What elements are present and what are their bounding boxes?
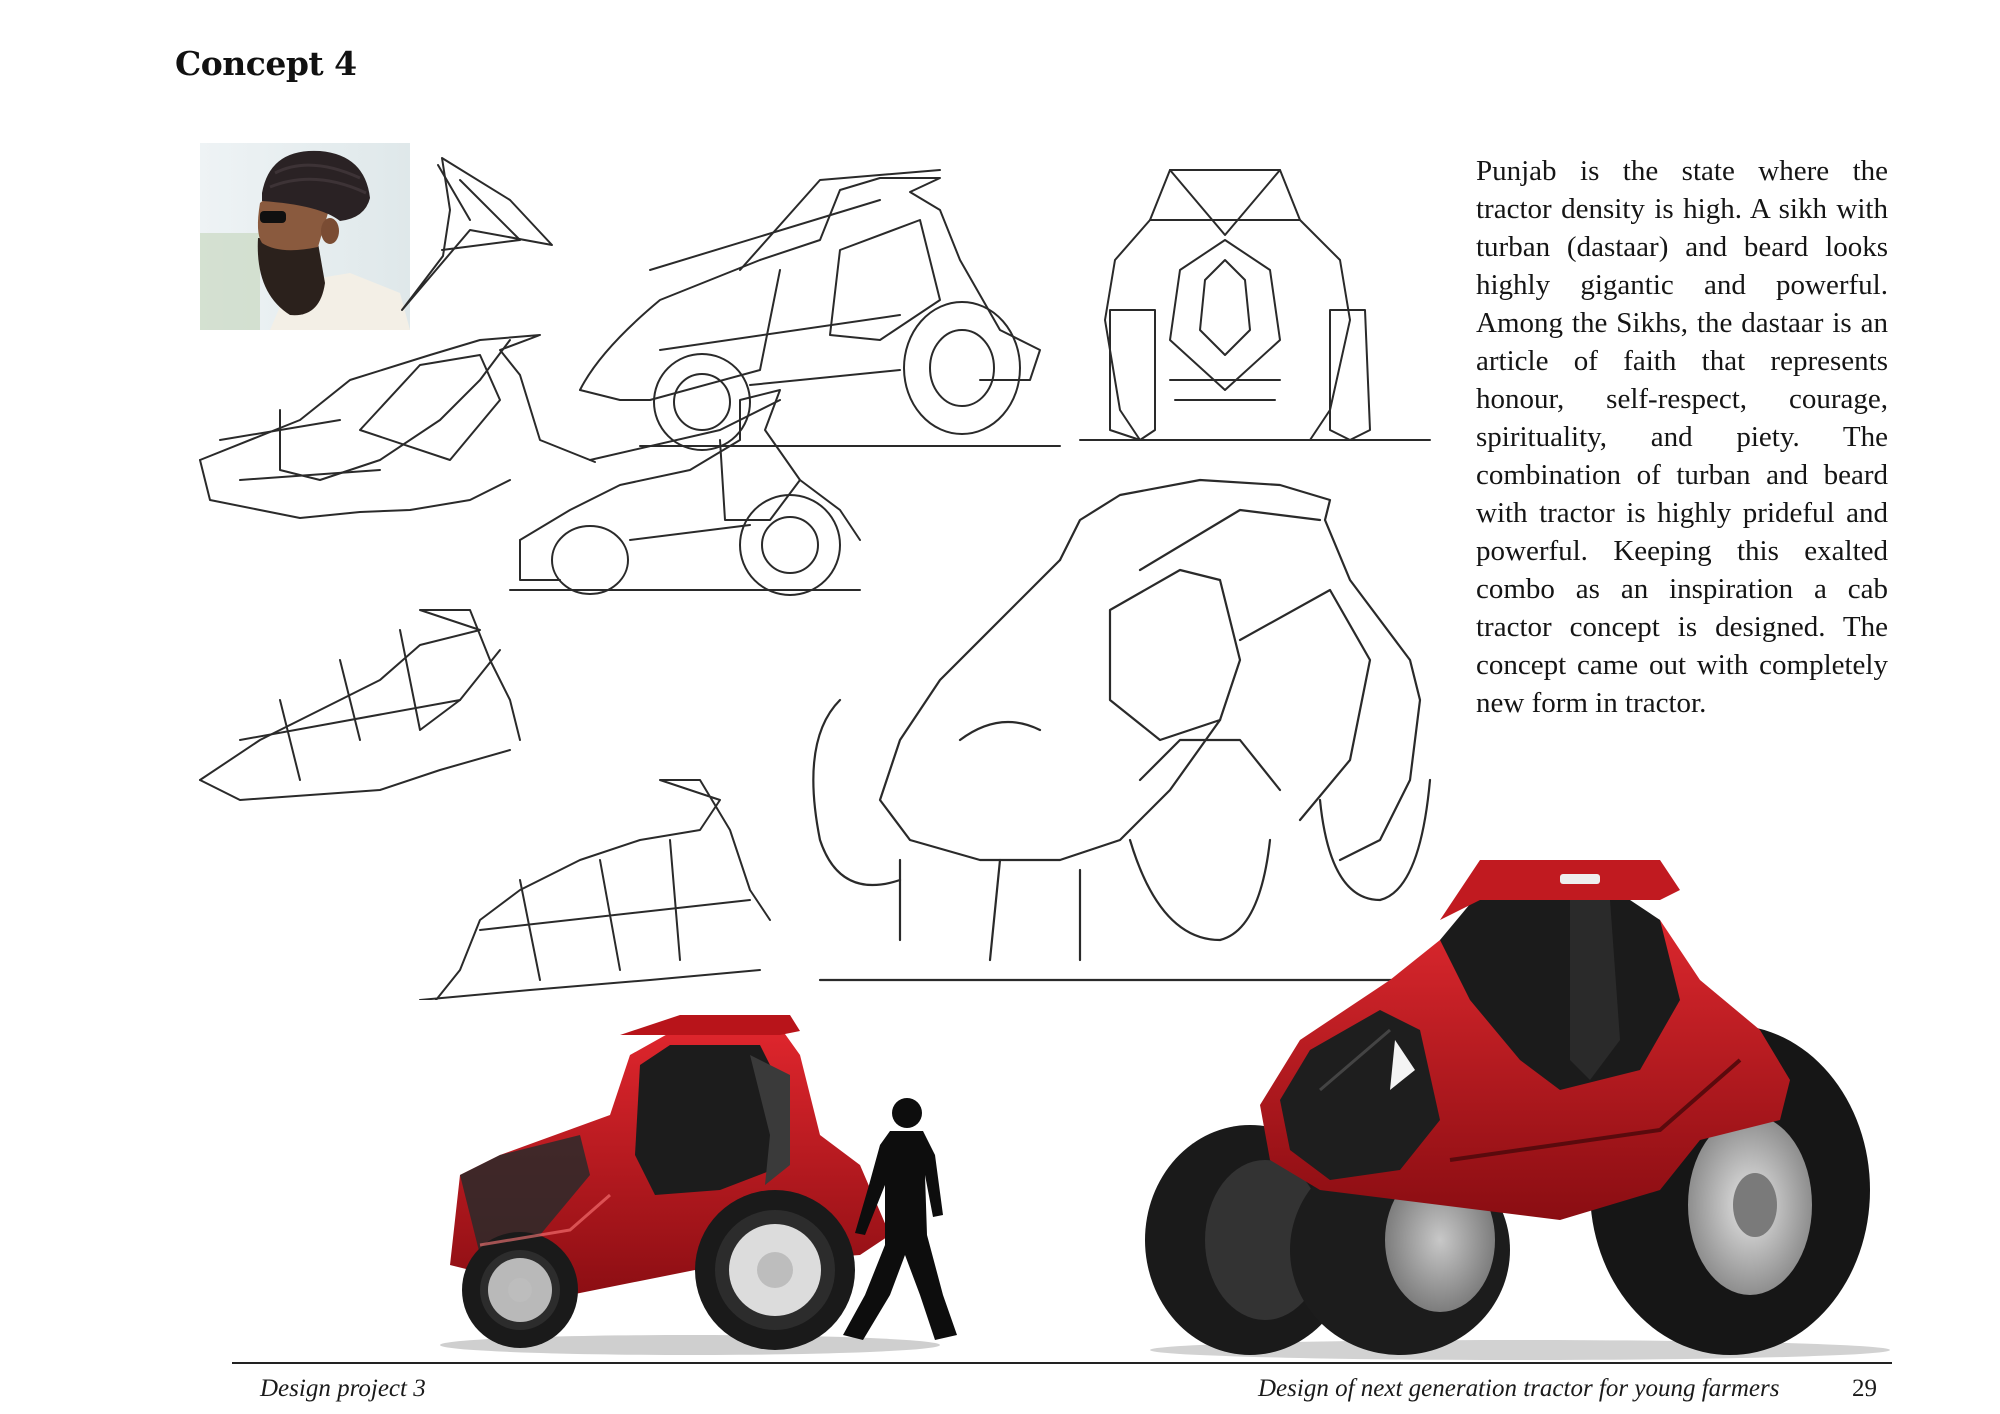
sikh-man-photo — [200, 143, 410, 330]
page-number: 29 — [1852, 1375, 1877, 1402]
footer-project-label: Design project 3 — [260, 1375, 426, 1402]
tractor-render-side — [440, 1015, 940, 1355]
tractor-sketches — [199, 157, 1442, 1000]
description-paragraph: Punjab is the state where the tractor de… — [1476, 155, 1888, 719]
page-title: Concept 4 — [175, 44, 357, 83]
tractor-render-front — [1145, 860, 1890, 1360]
footer-document-title: Design of next generation tractor for yo… — [1258, 1375, 1780, 1402]
footer-divider — [232, 1362, 1892, 1364]
human-silhouette — [843, 1098, 957, 1340]
